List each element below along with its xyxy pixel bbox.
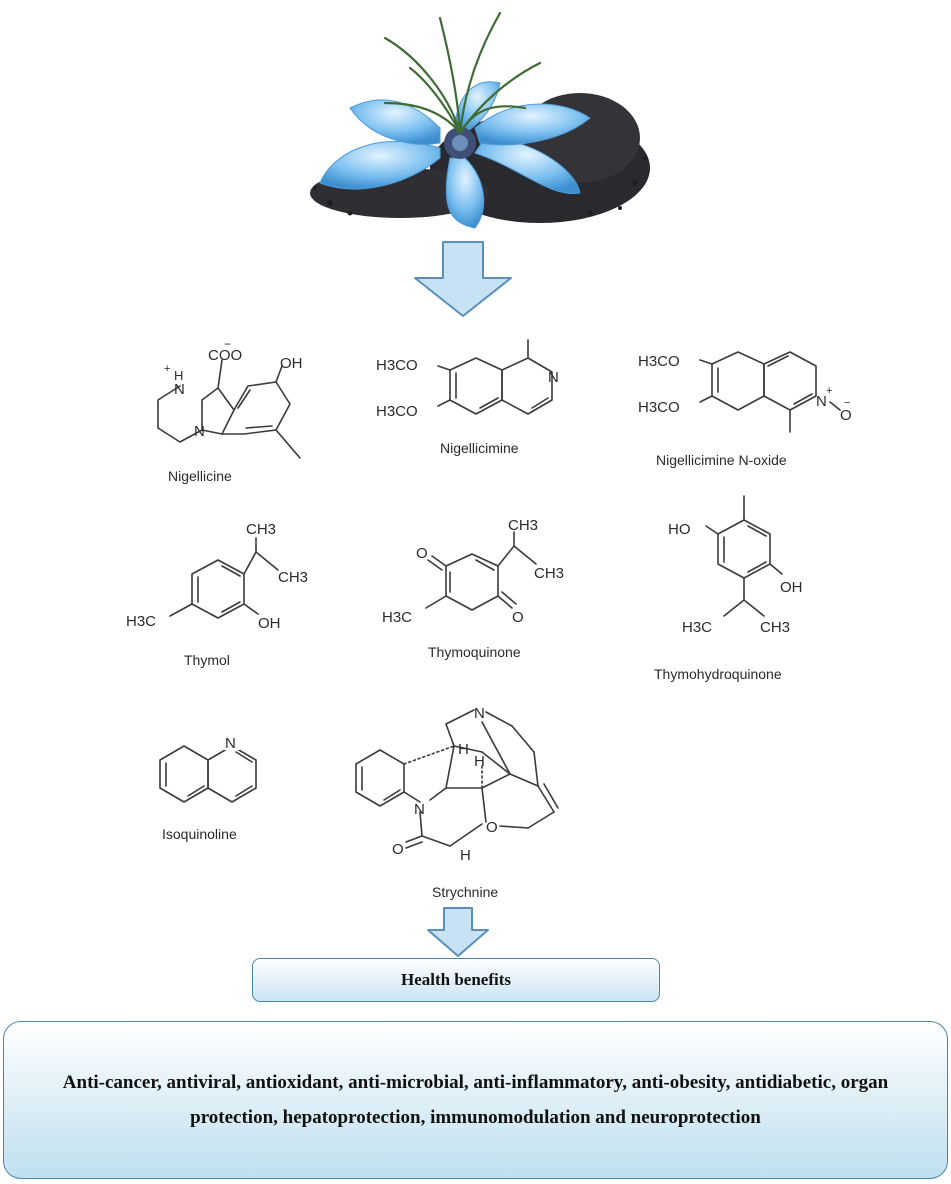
n-label: N	[194, 423, 205, 440]
o-ring-label: O	[486, 819, 498, 836]
ch3-label: CH3	[278, 569, 308, 586]
health-benefits-list: Anti-cancer, antiviral, antioxidant, ant…	[3, 1021, 948, 1179]
plus-charge: +	[826, 385, 832, 397]
molecule-name: Nigellicimine	[440, 440, 519, 456]
oh-label: OH	[780, 579, 803, 596]
health-benefits-title: Health benefits	[252, 958, 660, 1002]
molecule-nigellicimine: H3CO H3CO N	[372, 339, 572, 455]
molecule-isoquinoline: N	[150, 730, 280, 825]
och3-top-label: H3CO	[376, 357, 418, 374]
o-label: O	[512, 609, 524, 626]
molecule-name: Thymohydroquinone	[654, 666, 782, 682]
n-left-label: N	[414, 801, 425, 818]
h3c-label: H3C	[126, 613, 156, 630]
molecule-nigellicimine-n-oxide: H3CO H3CO N + O −	[634, 340, 854, 465]
coo-label: COO	[208, 347, 242, 364]
molecule-thymoquinone: O O CH3 CH3 H3C	[376, 516, 576, 641]
h-label: H	[460, 847, 471, 864]
molecule-thymohydroquinone: HO OH H3C CH3	[664, 492, 854, 647]
down-arrow-icon	[427, 907, 489, 957]
minus-charge: −	[224, 337, 231, 351]
nigella-flower-seeds-image	[310, 11, 650, 229]
plus-charge: +	[164, 363, 170, 375]
down-arrow-icon	[414, 241, 512, 317]
minus-charge: −	[844, 397, 850, 409]
och3-top-label: H3CO	[638, 353, 680, 370]
ch3-label: CH3	[760, 619, 790, 636]
h3c-label: H3C	[382, 609, 412, 626]
oh-label: OH	[258, 615, 281, 632]
molecule-name: Nigellicimine N-oxide	[656, 452, 787, 468]
n-label: N	[225, 735, 236, 752]
och3-bottom-label: H3CO	[376, 403, 418, 420]
nh-label: N	[174, 381, 185, 398]
ch3-label: CH3	[246, 521, 276, 538]
ho-label: HO	[668, 521, 691, 538]
molecule-name: Strychnine	[432, 884, 499, 900]
n-label: N	[816, 393, 827, 410]
o-label: O	[416, 545, 428, 562]
molecule-name: Isoquinoline	[162, 826, 237, 842]
molecule-name: Nigellicine	[168, 468, 232, 484]
health-benefits-text: Anti-cancer, antiviral, antioxidant, ant…	[62, 1072, 889, 1128]
o-label: O	[840, 407, 852, 424]
o-keto-label: O	[392, 841, 404, 858]
h-label: H	[458, 741, 469, 758]
h-label: H	[174, 368, 183, 383]
molecule-thymol: CH3 CH3 H3C OH	[118, 520, 318, 645]
n-top-label: N	[474, 705, 485, 722]
ch3-label: CH3	[508, 517, 538, 534]
molecule-name: Thymoquinone	[428, 644, 521, 660]
ch3-label: CH3	[534, 565, 564, 582]
molecule-name: Thymol	[184, 652, 230, 668]
och3-bottom-label: H3CO	[638, 399, 680, 416]
h3c-label: H3C	[682, 619, 712, 636]
oh-label: OH	[280, 355, 303, 372]
molecule-strychnine: N N H H H O O	[350, 704, 590, 879]
molecule-nigellicine: COO − OH N H + N	[130, 337, 330, 483]
h-label: H	[474, 753, 485, 770]
n-label: N	[548, 369, 559, 386]
